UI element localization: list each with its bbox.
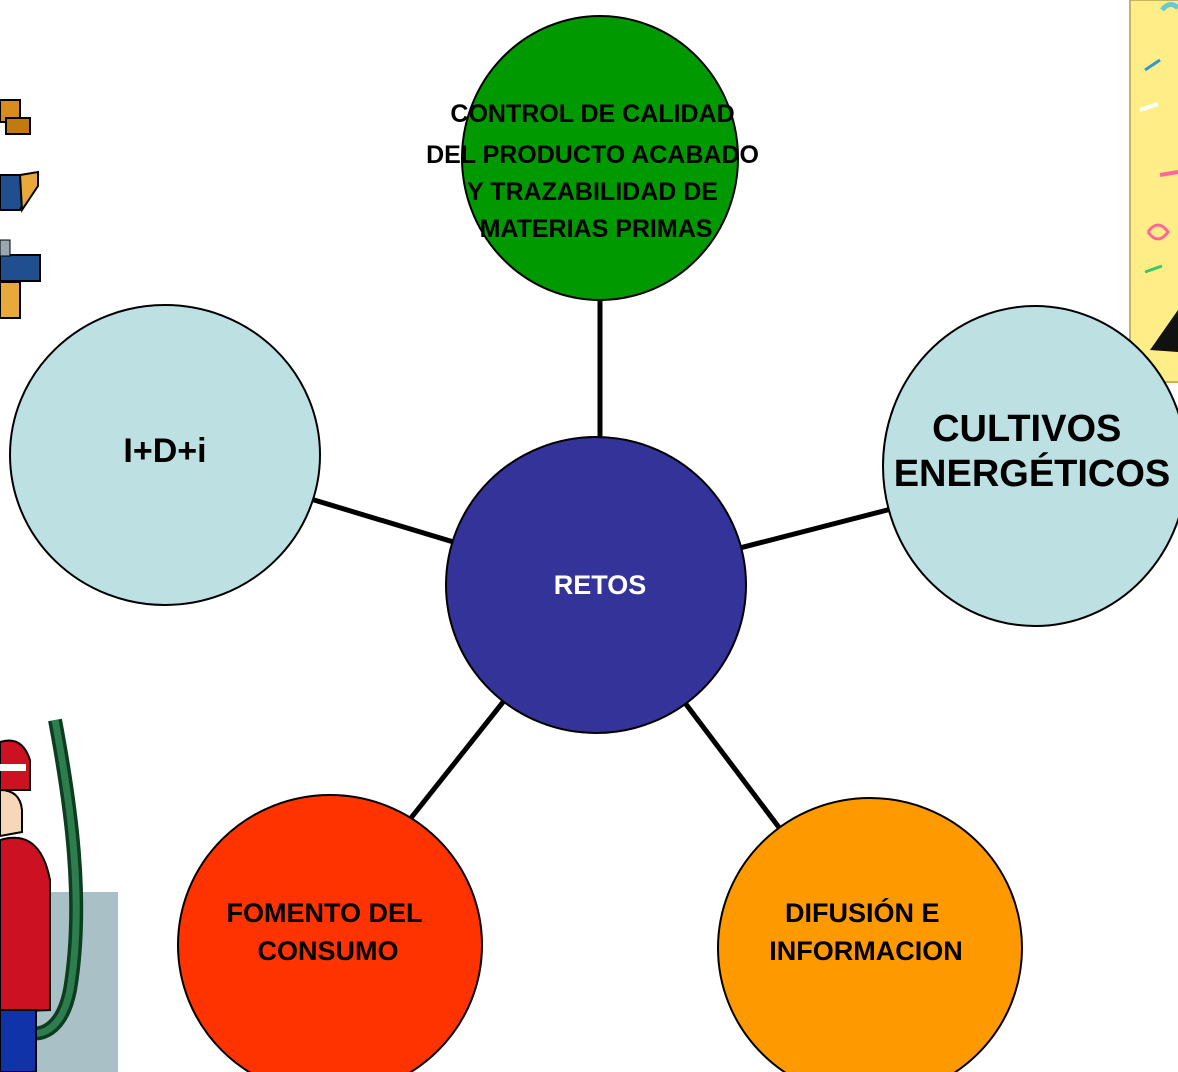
svg-text:FOMENTO DEL CONSUMO: FOMENTO DEL CONSUMO xyxy=(226,898,429,966)
node-difusion-line-2: INFORMACION xyxy=(769,936,962,966)
node-control-calidad: CONTROL DE CALIDAD DEL PRODUCTO ACABADO … xyxy=(426,15,766,301)
notepad-clipart-icon xyxy=(1129,0,1178,383)
node-idi: I+D+i xyxy=(9,304,321,606)
construction-clipart-icon xyxy=(0,99,41,319)
svg-text:DIFUSIÓN E INFORMACION: DIFUSIÓN E INFORMACION xyxy=(769,897,962,966)
node-control-calidad-line-2: DEL PRODUCTO ACABADO xyxy=(426,141,759,169)
svg-text:CONTROL DE CALIDAD DEL P: CONTROL DE CALIDAD DEL PRODUCTO ACABADO … xyxy=(426,100,766,243)
node-cultivos-energeticos: CULTIVOS ENERGÉTICOS xyxy=(882,305,1178,627)
svg-text:CULTIVOS ENERGÉTICOS: CULTIVOS ENERGÉTICOS xyxy=(894,408,1171,495)
node-cultivos-line-2: ENERGÉTICOS xyxy=(894,451,1171,495)
node-fomento-line-2: CONSUMO xyxy=(258,936,399,966)
fuel-attendant-clipart-icon xyxy=(0,718,118,1072)
node-fomento-line-1: FOMENTO DEL xyxy=(226,898,422,928)
node-difusion-line-1: DIFUSIÓN E xyxy=(785,897,940,928)
node-cultivos-line-1: CULTIVOS xyxy=(932,408,1121,450)
node-difusion-informacion: DIFUSIÓN E INFORMACION xyxy=(717,797,1023,1072)
svg-text:RETOS: RETOS xyxy=(554,570,647,600)
svg-text:I+D+i: I+D+i xyxy=(123,432,206,470)
node-retos: RETOS xyxy=(445,436,747,734)
node-idi-label: I+D+i xyxy=(123,432,206,470)
node-fomento-consumo: FOMENTO DEL CONSUMO xyxy=(177,794,483,1072)
node-retos-label: RETOS xyxy=(554,570,647,600)
node-control-calidad-line-1: CONTROL DE CALIDAD xyxy=(450,100,734,128)
node-control-calidad-line-3: Y TRAZABILIDAD DE xyxy=(467,178,718,206)
node-control-calidad-line-4: MATERIAS PRIMAS xyxy=(480,215,713,243)
